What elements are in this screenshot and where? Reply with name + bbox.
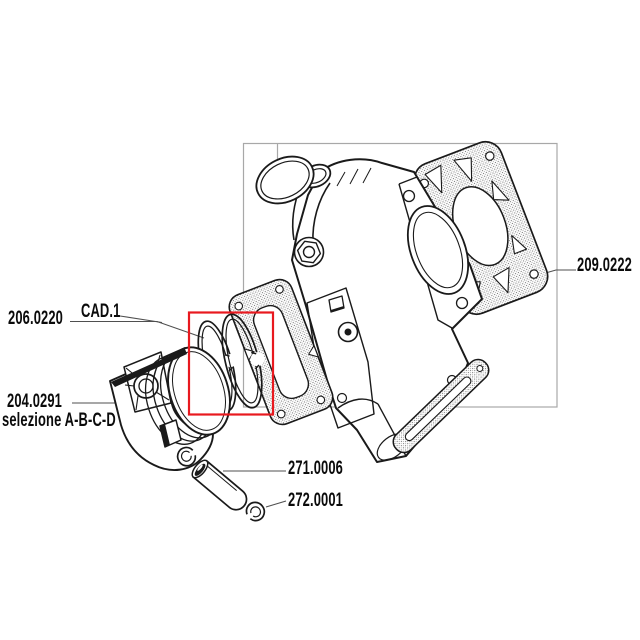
piston-crown [167, 346, 231, 436]
highlight-box [187, 311, 275, 416]
circlip-lower [245, 501, 266, 522]
part-label-206-0220: 206.0220 [8, 308, 63, 329]
piston [109, 346, 231, 471]
wrist-pin [191, 459, 248, 511]
cad-reference-label: CAD.1 [81, 301, 121, 322]
part-label-272-0001: 272.0001 [288, 490, 343, 511]
leader-cad [119, 315, 163, 324]
cylinder-body [291, 158, 483, 463]
part-label-271-0006: 271.0006 [288, 458, 343, 479]
part-label-204-0291: 204.0291 [7, 391, 62, 412]
manifold-gasket [392, 358, 490, 454]
cylinder-base-gasket [228, 278, 334, 426]
leader-206 [70, 320, 205, 339]
circlip-upper [176, 446, 197, 467]
part-label-204-selection-note: selezione A-B-C-D [2, 410, 116, 431]
leader-272 [265, 500, 287, 508]
part-label-209-0222: 209.0222 [577, 255, 632, 276]
cylinder-bore [406, 205, 470, 295]
exhaust-o-ring [255, 155, 315, 205]
stud-nut [293, 236, 325, 268]
